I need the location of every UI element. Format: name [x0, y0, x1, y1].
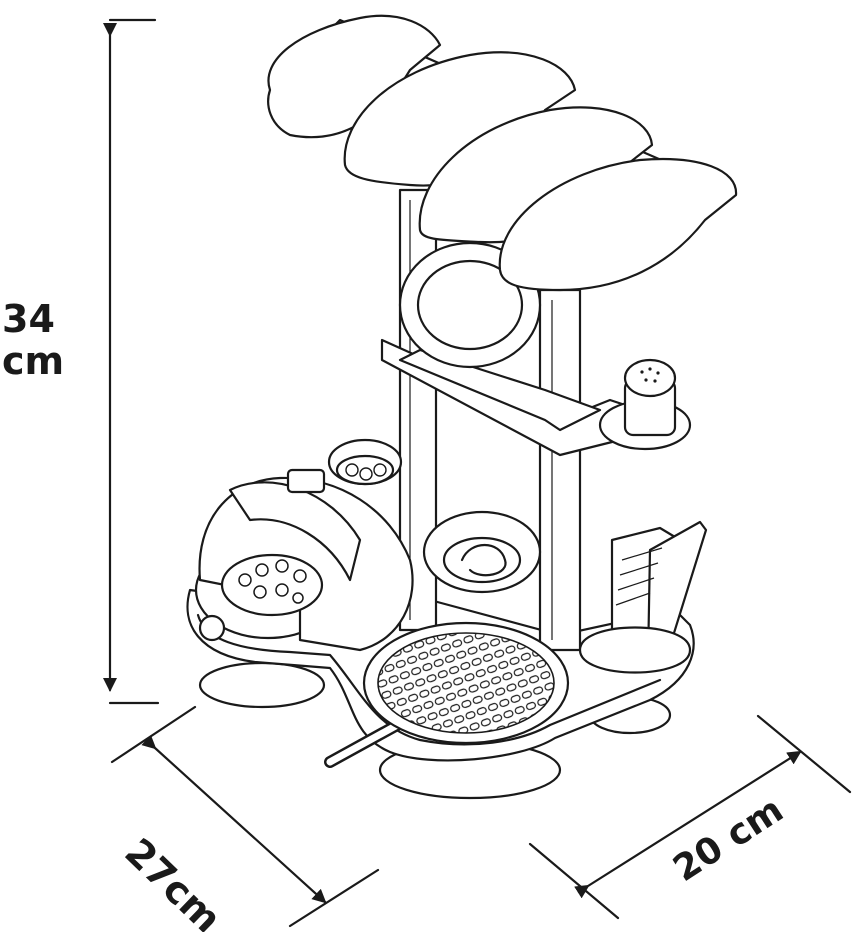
pizza-peel-handle: [198, 614, 226, 642]
height-unit: cm: [2, 339, 65, 383]
height-dimension-line: [103, 18, 160, 705]
width-dimension-line: [110, 705, 380, 928]
height-value: 34: [2, 297, 55, 341]
grill-pan: [324, 621, 570, 768]
utensil-cup: [578, 520, 708, 674]
small-bowl: [327, 438, 403, 486]
oven-chimney: [286, 468, 326, 494]
salt-shaker: [623, 358, 677, 437]
canopy-roof: [267, 14, 738, 292]
height-dimension-label: 34 cm: [2, 298, 64, 382]
depth-dimension-line: [528, 714, 852, 920]
pizza-oven: [194, 468, 414, 652]
bread-bowl: [422, 510, 542, 594]
pizza: [220, 553, 324, 617]
